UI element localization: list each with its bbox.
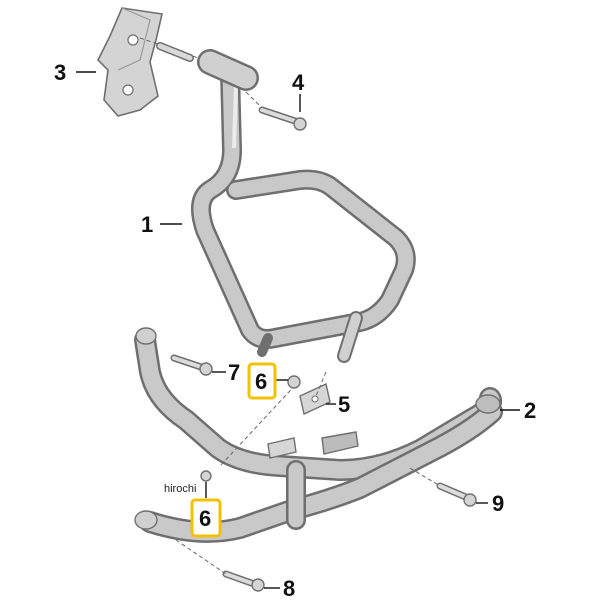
assembly-line-bolt-9: [409, 467, 441, 487]
plate-part-5: [299, 383, 331, 415]
callout-6a: 6: [255, 369, 267, 394]
callout-2: 2: [524, 398, 536, 423]
callout-4: 4: [292, 70, 305, 95]
bracket-part-3: [97, 7, 163, 117]
callout-1: 1: [141, 212, 153, 237]
assembly-line-plate: [315, 371, 327, 397]
callout-3: 3: [54, 60, 66, 85]
assembly-line-upper-lower: [219, 379, 301, 467]
bolt-part-4: [258, 106, 307, 131]
callout-9: 9: [492, 491, 504, 516]
callout-7: 7: [228, 360, 240, 385]
watermark-text: hirochi: [164, 483, 196, 495]
highlight-box-6a: [247, 362, 277, 400]
assembly-line-bolt-4: [245, 91, 263, 109]
bolt-part-9: [436, 482, 477, 507]
callout-8: 8: [283, 576, 295, 600]
assembly-line-bolt-8: [175, 539, 227, 575]
crash-bar-part-1: [191, 49, 416, 363]
callout-6b: 6: [199, 506, 211, 531]
highlight-box-6b: [190, 498, 222, 538]
nut-part-6-lower: [200, 470, 212, 482]
bolt-part-7: [170, 354, 213, 376]
callout-5: 5: [338, 392, 350, 417]
bracket-bolt: [156, 42, 194, 62]
nut-part-6-upper: [287, 375, 301, 389]
bolt-part-8: [222, 570, 265, 592]
crash-bar-part-2: [134, 327, 503, 543]
